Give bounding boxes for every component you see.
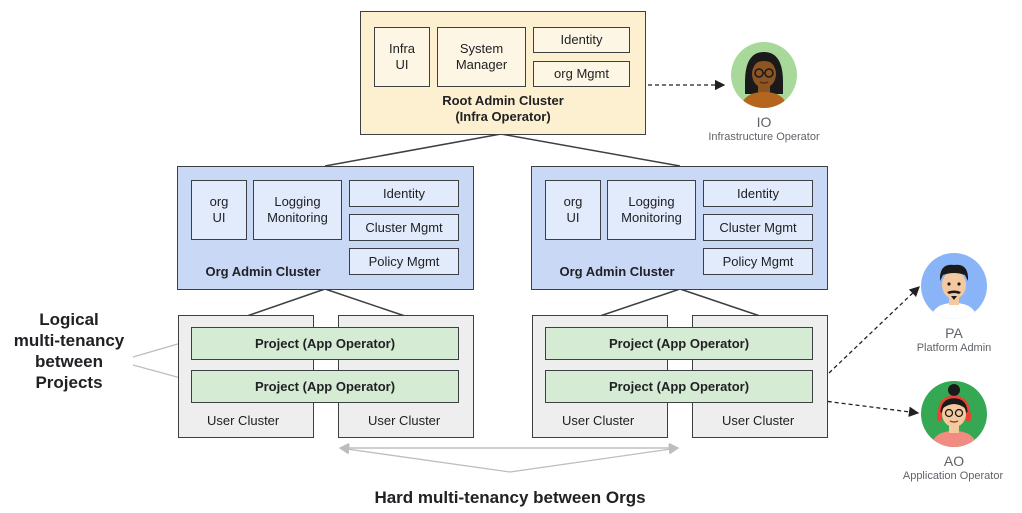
system-manager-box: System Manager (437, 27, 526, 87)
hard-multi-tenancy-label: Hard multi-tenancy between Orgs (374, 488, 646, 507)
identity-box: Identity (703, 180, 813, 207)
logical-multi-tenancy-label: Logical multi-tenancy between Projects (13, 310, 125, 392)
infra-operator-avatar (731, 42, 797, 108)
persona-name: Platform Admin (916, 342, 992, 354)
user-cluster-label: User Cluster (722, 413, 795, 428)
org-ui-box: org UI (191, 180, 247, 240)
persona-abbr: IO (756, 114, 772, 130)
infra-ui-box: Infra UI (374, 27, 430, 87)
project-to-pa-arrow (828, 286, 920, 374)
user-cluster-label: User Cluster (368, 413, 441, 428)
org-cluster-title: Org Admin Cluster (559, 264, 675, 279)
root-to-org1-line (324, 133, 502, 167)
user-cluster-label: User Cluster (562, 413, 635, 428)
application-operator-avatar (921, 381, 987, 447)
identity-box: Identity (349, 180, 459, 207)
project-box: Project (App Operator) (545, 327, 813, 360)
org-cluster-title: Org Admin Cluster (205, 264, 321, 279)
root-to-org2-line (500, 133, 681, 167)
org-ui-box: org UI (545, 180, 601, 240)
project-box: Project (App Operator) (191, 370, 459, 403)
persona-name: Infrastructure Operator (708, 131, 820, 143)
cluster-mgmt-box: Cluster Mgmt (349, 214, 459, 241)
org1-to-uc1-line (246, 288, 326, 317)
persona-name: Application Operator (902, 470, 1004, 482)
persona-abbr: PA (945, 325, 963, 341)
policy-mgmt-box: Policy Mgmt (349, 248, 459, 275)
logging-monitoring-box: Logging Monitoring (253, 180, 342, 240)
root-cluster-title: Root Admin Cluster (Infra Operator) (442, 93, 564, 124)
project-box: Project (App Operator) (191, 327, 459, 360)
org2-to-uc3-line (599, 288, 681, 317)
logging-monitoring-box: Logging Monitoring (607, 180, 696, 240)
org1-to-uc2-line (324, 288, 406, 317)
identity-box: Identity (533, 27, 630, 53)
policy-mgmt-box: Policy Mgmt (703, 248, 813, 275)
user-cluster-label: User Cluster (207, 413, 280, 428)
org-mgmt-box: org Mgmt (533, 61, 630, 87)
project-box: Project (App Operator) (545, 370, 813, 403)
persona-abbr: AO (943, 453, 965, 469)
platform-admin-avatar (921, 253, 987, 319)
cluster-mgmt-box: Cluster Mgmt (703, 214, 813, 241)
org2-to-uc4-line (679, 288, 761, 317)
